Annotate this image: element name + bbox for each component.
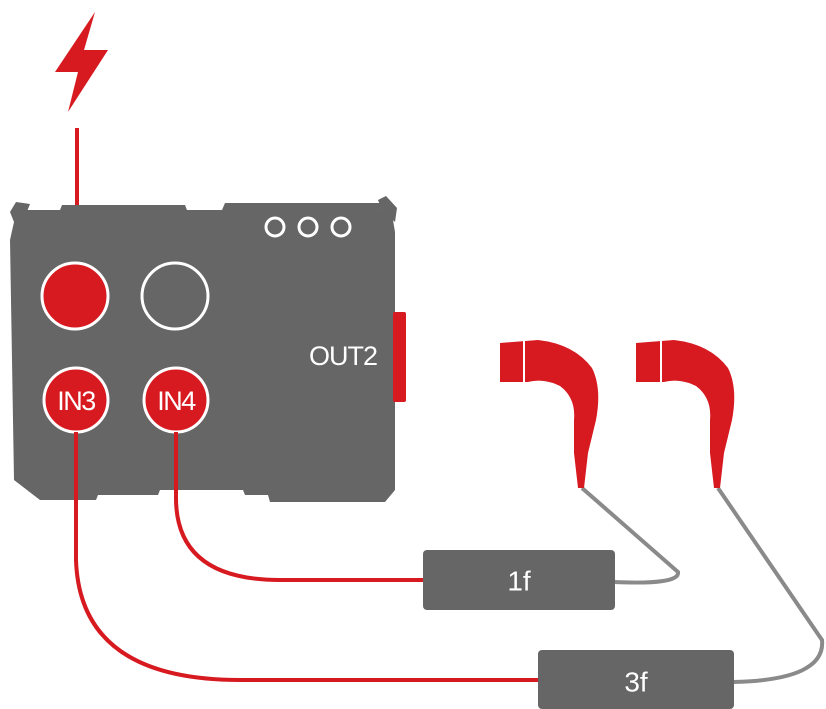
empty-port <box>140 261 210 331</box>
box-3f-body <box>538 650 734 709</box>
in4-cable <box>174 432 425 582</box>
earphone-2-stem <box>710 453 724 488</box>
in4-label: IN4 <box>157 386 196 416</box>
earphone-2 <box>636 340 735 488</box>
box-3f-label: 3f <box>624 667 648 698</box>
earphone-1 <box>500 340 599 488</box>
indicator-led-1 <box>264 216 286 238</box>
in3-label: IN3 <box>57 386 95 416</box>
out2-jack <box>393 312 406 402</box>
out2-label: OUT2 <box>309 341 377 371</box>
indicator-led-3 <box>330 216 352 238</box>
device-clip-right <box>378 196 397 222</box>
earphone-2-body <box>636 340 735 453</box>
earphone-1-body <box>500 340 599 453</box>
box-1f-label: 1f <box>507 566 531 597</box>
earphone-1-stem <box>574 453 588 488</box>
device-clip-left <box>10 202 30 222</box>
box-1f: 1f <box>423 550 615 610</box>
indicator-led-2 <box>297 216 319 238</box>
box-1f-body <box>423 550 615 610</box>
device-body <box>10 203 395 502</box>
box-3f: 3f <box>538 650 734 709</box>
earphone-2-cable <box>716 486 825 684</box>
in3-cable <box>74 432 540 682</box>
power-port <box>40 261 110 331</box>
earphone-1-cable <box>580 486 680 585</box>
power-bolt-icon <box>55 12 108 112</box>
receiver-device <box>10 196 406 502</box>
